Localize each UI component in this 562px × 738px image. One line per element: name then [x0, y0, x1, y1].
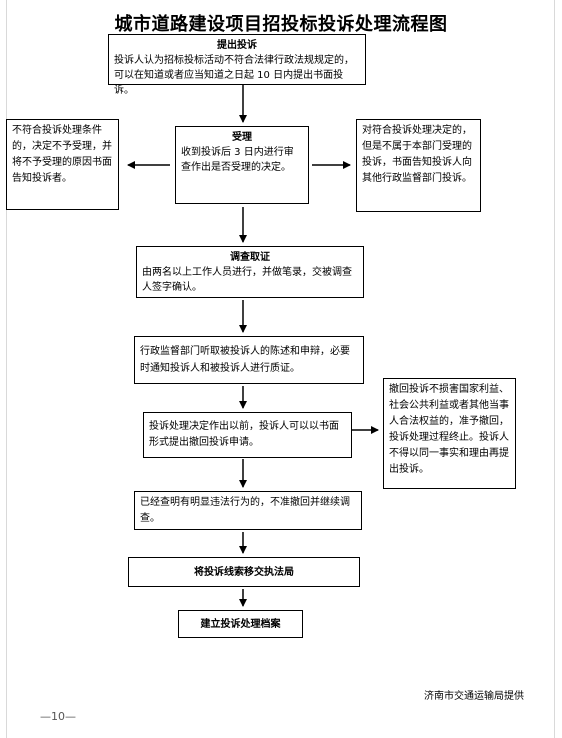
- page-title: 城市道路建设项目招投标投诉处理流程图: [114, 14, 448, 35]
- page-edge-right: [554, 0, 555, 738]
- box-accept-heading: 受理: [232, 132, 252, 143]
- box-submit-text: 投诉人认为招标投标活动不符合法律行政法规规定的，可以在知道或者应当知道之日起 1…: [114, 55, 354, 96]
- box-reject: 不符合投诉处理条件的，决定不予受理，并将不予受理的原因书面告知投诉者。: [6, 119, 119, 210]
- box-withdraw: 投诉处理决定作出以前，投诉人可以以书面形式提出撤回投诉申请。: [143, 412, 352, 458]
- box-hearing: 行政监督部门听取被投诉人的陈述和申辩，必要时通知投诉人和被投诉人进行质证。: [134, 336, 364, 384]
- box-withdraw-note: 撤回投诉不损害国家利益、社会公共利益或者其他当事人合法权益的，准予撤回，投诉处理…: [383, 378, 516, 489]
- box-archive-text: 建立投诉处理档案: [200, 618, 281, 630]
- footer-provider: 济南市交通运输局提供: [424, 691, 524, 702]
- box-accept: 受理 收到投诉后 3 日内进行审查作出是否受理的决定。: [175, 126, 309, 204]
- box-investigate-text: 由两名以上工作人员进行，并做笔录，交被调查人签字确认。: [142, 267, 352, 293]
- box-hearing-text: 行政监督部门听取被投诉人的陈述和申辩，必要时通知投诉人和被投诉人进行质证。: [140, 346, 350, 374]
- box-transfer-text: 将投诉线索移交执法局: [194, 566, 294, 578]
- box-submit-heading: 提出投诉: [217, 40, 257, 51]
- box-refer-text: 对符合投诉处理决定的，但是不属于本部门受理的投诉，书面告知投诉人向其他行政监督部…: [362, 125, 472, 184]
- box-withdraw-text: 投诉处理决定作出以前，投诉人可以以书面形式提出撤回投诉申请。: [149, 421, 339, 448]
- page-edge-left: [6, 0, 7, 738]
- box-withdraw-note-text: 撤回投诉不损害国家利益、社会公共利益或者其他当事人合法权益的，准予撤回，投诉处理…: [389, 384, 509, 475]
- box-violation: 已经查明有明显违法行为的，不准撤回并继续调查。: [134, 491, 362, 530]
- box-archive: 建立投诉处理档案: [178, 610, 303, 638]
- box-violation-text: 已经查明有明显违法行为的，不准撤回并继续调查。: [140, 497, 350, 524]
- box-submit-complaint: 提出投诉 投诉人认为招标投标活动不符合法律行政法规规定的，可以在知道或者应当知道…: [108, 34, 366, 96]
- box-reject-text: 不符合投诉处理条件的，决定不予受理，并将不予受理的原因书面告知投诉者。: [12, 125, 112, 184]
- page-number: —10—: [40, 710, 76, 723]
- box-investigate: 调查取证 由两名以上工作人员进行，并做笔录，交被调查人签字确认。: [136, 246, 364, 298]
- box-accept-text: 收到投诉后 3 日内进行审查作出是否受理的决定。: [181, 147, 294, 173]
- box-transfer: 将投诉线索移交执法局: [128, 557, 360, 587]
- box-refer: 对符合投诉处理决定的，但是不属于本部门受理的投诉，书面告知投诉人向其他行政监督部…: [356, 119, 481, 212]
- box-investigate-heading: 调查取证: [230, 252, 270, 263]
